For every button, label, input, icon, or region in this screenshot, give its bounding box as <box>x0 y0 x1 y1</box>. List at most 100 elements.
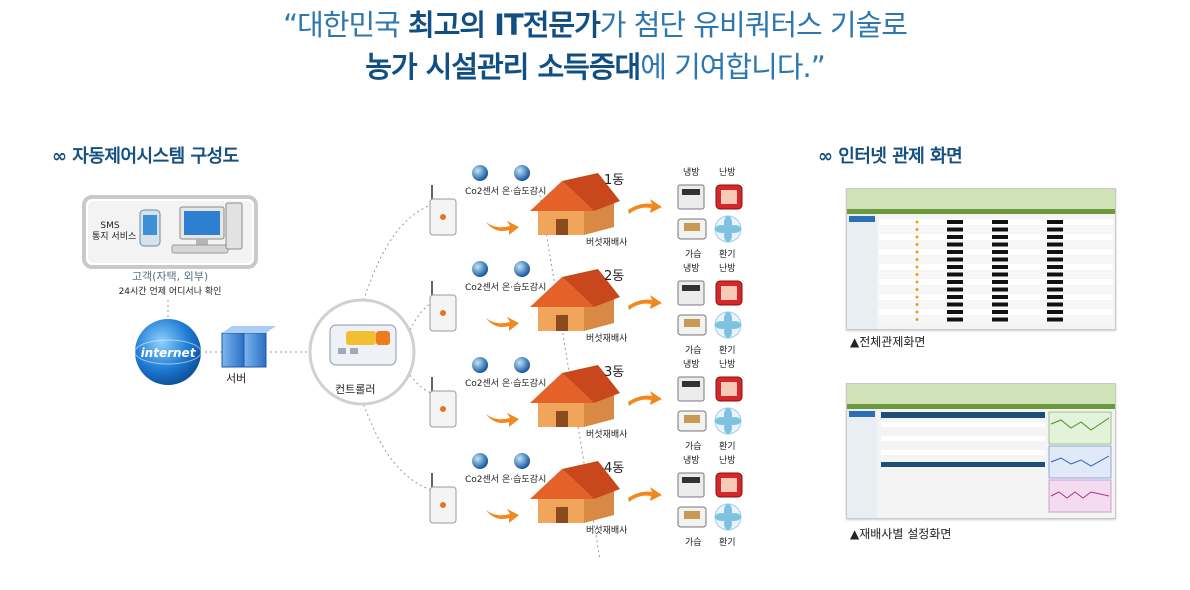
building-number-label: 3동 <box>604 365 625 380</box>
overview-table-row <box>879 301 1113 308</box>
internet-label: internet <box>141 346 197 360</box>
thermo-hygro-label: 온·습도감시 <box>502 283 547 293</box>
sms-label: SMS 통지 서비스 <box>92 221 137 242</box>
server-icon <box>221 326 276 368</box>
overview-table-row <box>879 271 1113 278</box>
overview-table-row <box>879 226 1113 233</box>
heating-label: 난방 <box>719 360 736 370</box>
equipment-group <box>677 472 743 531</box>
equipment-group <box>677 376 743 435</box>
thermo-hygro-icon <box>514 165 530 181</box>
overview-table-row <box>879 219 1113 225</box>
headline-emphasis: 최고의 IT전문가 <box>408 8 601 42</box>
mushroom-house-label: 버섯재배사 <box>586 334 628 344</box>
overview-table-row <box>879 309 1113 315</box>
thermo-hygro-icon <box>514 357 530 373</box>
ventilation-fan-icon <box>714 503 742 531</box>
co2-sensor-icon <box>472 357 488 373</box>
headline-emphasis: 농가 시설관리 소득증대 <box>365 50 641 84</box>
ventilation-label: 환기 <box>719 250 736 260</box>
wireless-sensor-icon <box>429 473 457 524</box>
client-subtitle: 24시간 언제 어디서나 확인 <box>118 287 222 297</box>
heating-label: 난방 <box>719 168 736 178</box>
ventilation-label: 환기 <box>719 442 736 452</box>
arrow-icon <box>628 199 662 214</box>
overview-table-row <box>879 286 1113 293</box>
settings-table-row <box>881 443 1045 448</box>
building-number-label: 2동 <box>604 269 625 284</box>
infinity-icon: ∞ <box>52 146 67 167</box>
headline-text: 에 기여합니다. <box>640 50 812 84</box>
building-row <box>429 453 743 531</box>
mushroom-house-icon <box>530 365 620 427</box>
thermo-hygro-label: 온·습도감시 <box>502 379 547 389</box>
headline-line2: 농가 시설관리 소득증대에 기여합니다.” <box>0 44 1190 86</box>
arrow-icon <box>486 317 519 331</box>
overview-screen-thumbnail[interactable] <box>846 188 1116 330</box>
mushroom-house-label: 버섯재배사 <box>586 430 628 440</box>
building-row <box>429 165 743 243</box>
co2-sensor-icon <box>472 453 488 469</box>
co2-sensor-icon <box>472 165 488 181</box>
building-row <box>429 261 743 339</box>
overview-table-row <box>879 241 1113 248</box>
settings-caption: ▲재배사별 설정화면 <box>850 527 952 541</box>
ventilation-label: 환기 <box>719 538 736 548</box>
headline-text: 가 첨단 유비쿼터스 기술로 <box>599 8 908 42</box>
co2-sensor-label: Co2센서 <box>465 379 500 389</box>
server-label: 서버 <box>226 372 247 385</box>
thermo-hygro-label: 온·습도감시 <box>502 187 547 197</box>
arrow-icon <box>628 295 662 310</box>
wireless-sensor-icon <box>429 185 457 236</box>
overview-screen-image <box>847 189 1115 329</box>
building-number-label: 1동 <box>604 173 625 188</box>
quote-close: ” <box>810 50 826 84</box>
thermo-hygro-label: 온·습도감시 <box>502 475 547 485</box>
overview-table-row <box>879 249 1113 255</box>
cooling-label: 냉방 <box>683 456 700 466</box>
client-title: 고객(자택, 외부) <box>131 270 209 283</box>
cooling-label: 냉방 <box>683 264 700 274</box>
thermo-hygro-icon <box>514 453 530 469</box>
cooling-label: 냉방 <box>683 360 700 370</box>
co2-sensor-label: Co2센서 <box>465 475 500 485</box>
arrow-icon <box>486 413 519 427</box>
ventilation-fan-icon <box>714 407 742 435</box>
mushroom-house-label: 버섯재배사 <box>586 526 628 536</box>
cooling-label: 냉방 <box>683 168 700 178</box>
building-row <box>429 357 743 435</box>
right-section-title: ∞ 인터넷 관제 화면 <box>818 146 963 167</box>
ventilation-fan-icon <box>714 311 742 339</box>
overview-table-row <box>879 264 1113 270</box>
headline-line1: “대한민국 최고의 IT전문가가 첨단 유비쿼터스 기술로 <box>0 2 1190 44</box>
mushroom-house-icon <box>530 173 620 235</box>
overview-table-row <box>879 256 1113 263</box>
mobile-phone-icon <box>139 209 161 247</box>
settings-screen-thumbnail[interactable] <box>846 383 1116 519</box>
infinity-icon: ∞ <box>818 146 833 167</box>
cooler-icon <box>677 376 705 402</box>
arrow-icon <box>486 509 519 523</box>
internet-globe-icon: internet <box>134 319 202 385</box>
controller-label: 컨트롤러 <box>335 383 376 396</box>
mushroom-house-icon <box>530 461 620 523</box>
overview-table-row <box>879 234 1113 240</box>
computer-icon <box>171 202 243 254</box>
mushroom-house-label: 버섯재배사 <box>586 238 628 248</box>
settings-table-row <box>881 422 1045 427</box>
equipment-group <box>677 280 743 339</box>
wireless-sensor-icon <box>429 377 457 428</box>
settings-table-row <box>881 450 1045 455</box>
headline-text: 대한민국 <box>297 8 409 42</box>
arrow-icon <box>628 391 662 406</box>
settings-table-row <box>881 429 1045 434</box>
quote-open: “ <box>283 8 298 42</box>
settings-table-row <box>881 436 1045 441</box>
cooler-icon <box>677 472 705 498</box>
ventilation-label: 환기 <box>719 346 736 356</box>
humidify-label: 가습 <box>685 538 702 548</box>
overview-table-row <box>879 294 1113 300</box>
cooler-icon <box>677 280 705 306</box>
humidify-label: 가습 <box>685 250 702 260</box>
